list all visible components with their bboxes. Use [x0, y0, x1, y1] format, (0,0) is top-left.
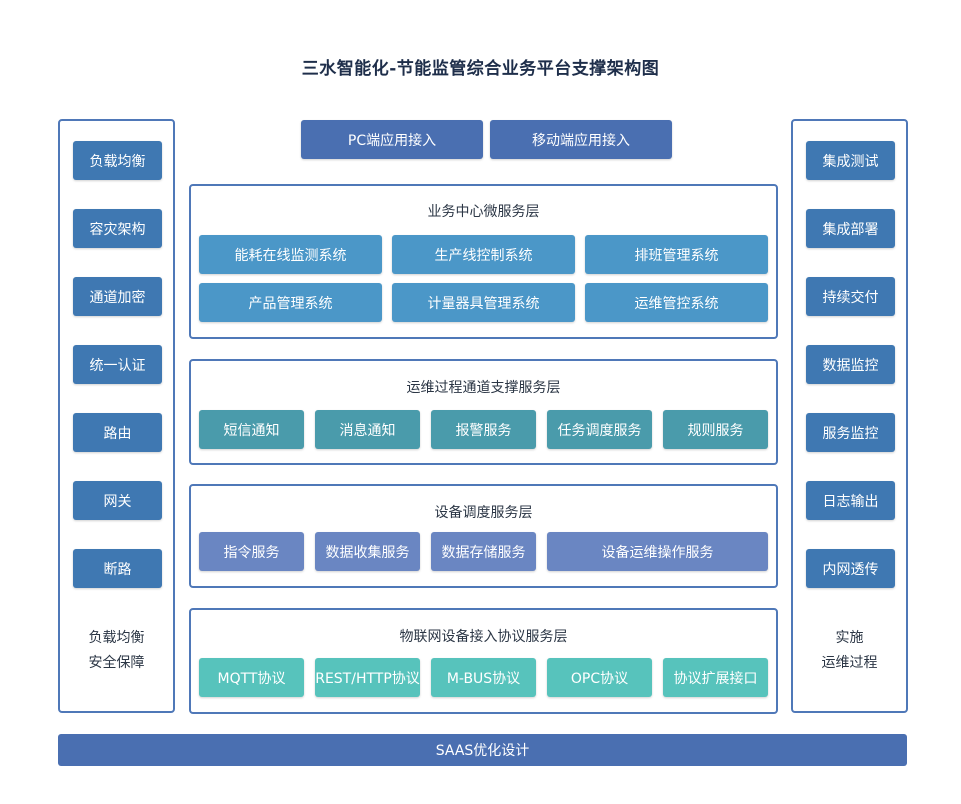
- service-box: 报警服务: [431, 410, 536, 449]
- left-panel: 负载均衡 容灾架构 通道加密 统一认证 路由 网关 断路 负载均衡 安全保障: [58, 119, 175, 713]
- layer-title: 物联网设备接入协议服务层: [399, 629, 568, 645]
- right-item-log-output: 日志输出: [806, 481, 895, 520]
- left-item-load-balancing: 负载均衡: [73, 141, 162, 180]
- service-box: 协议扩展接口: [663, 658, 768, 697]
- left-item-disaster-recovery: 容灾架构: [73, 209, 162, 248]
- service-box: 短信通知: [199, 410, 304, 449]
- service-box: 任务调度服务: [547, 410, 652, 449]
- service-box: 数据收集服务: [315, 532, 420, 571]
- service-box: 规则服务: [663, 410, 768, 449]
- service-box: REST/HTTP协议: [315, 658, 420, 697]
- service-box: 产品管理系统: [199, 283, 382, 322]
- layer-ops-channel-support: 运维过程通道支撑服务层 短信通知 消息通知 报警服务 任务调度服务 规则服务: [189, 359, 778, 465]
- layer-title: 运维过程通道支撑服务层: [406, 380, 561, 396]
- layer-title: 设备调度服务层: [434, 505, 533, 521]
- right-item-service-monitoring: 服务监控: [806, 413, 895, 452]
- left-note: 负载均衡 安全保障: [60, 626, 173, 676]
- left-item-unified-auth: 统一认证: [73, 345, 162, 384]
- service-box: 排班管理系统: [585, 235, 768, 274]
- right-note: 实施 运维过程: [793, 626, 906, 676]
- mobile-access-box: 移动端应用接入: [490, 120, 672, 159]
- layer-device-scheduling: 设备调度服务层 指令服务 数据收集服务 数据存储服务 设备运维操作服务: [189, 484, 778, 588]
- diagram-title: 三水智能化-节能监管综合业务平台支撑架构图: [301, 59, 660, 79]
- right-note-line2: 运维过程: [821, 655, 878, 671]
- left-item-routing: 路由: [73, 413, 162, 452]
- right-panel: 集成测试 集成部署 持续交付 数据监控 服务监控 日志输出 内网透传 实施 运维…: [791, 119, 908, 713]
- right-item-integration-deploy: 集成部署: [806, 209, 895, 248]
- service-box: 设备运维操作服务: [547, 532, 768, 571]
- service-box: MQTT协议: [199, 658, 304, 697]
- right-item-integration-test: 集成测试: [806, 141, 895, 180]
- left-note-line1: 负载均衡: [88, 630, 145, 646]
- service-box: 计量器具管理系统: [392, 283, 575, 322]
- right-item-intranet-penetration: 内网透传: [806, 549, 895, 588]
- service-box: 生产线控制系统: [392, 235, 575, 274]
- service-box: 运维管控系统: [585, 283, 768, 322]
- left-note-line2: 安全保障: [88, 655, 145, 671]
- layer-title: 业务中心微服务层: [427, 204, 540, 220]
- layer-iot-protocols: 物联网设备接入协议服务层 MQTT协议 REST/HTTP协议 M-BUS协议 …: [189, 608, 778, 714]
- saas-bottom-bar: SAAS优化设计: [58, 734, 907, 766]
- service-box: 数据存储服务: [431, 532, 536, 571]
- service-box: 能耗在线监测系统: [199, 235, 382, 274]
- pc-access-box: PC端应用接入: [301, 120, 483, 159]
- service-box: M-BUS协议: [431, 658, 536, 697]
- right-note-line1: 实施: [835, 630, 864, 646]
- right-item-continuous-delivery: 持续交付: [806, 277, 895, 316]
- left-item-channel-encryption: 通道加密: [73, 277, 162, 316]
- right-item-data-monitoring: 数据监控: [806, 345, 895, 384]
- service-box: 指令服务: [199, 532, 304, 571]
- service-box: OPC协议: [547, 658, 652, 697]
- left-item-gateway: 网关: [73, 481, 162, 520]
- layer-business-microservices: 业务中心微服务层 能耗在线监测系统 生产线控制系统 排班管理系统 产品管理系统 …: [189, 184, 778, 339]
- left-item-circuit-breaker: 断路: [73, 549, 162, 588]
- service-box: 消息通知: [315, 410, 420, 449]
